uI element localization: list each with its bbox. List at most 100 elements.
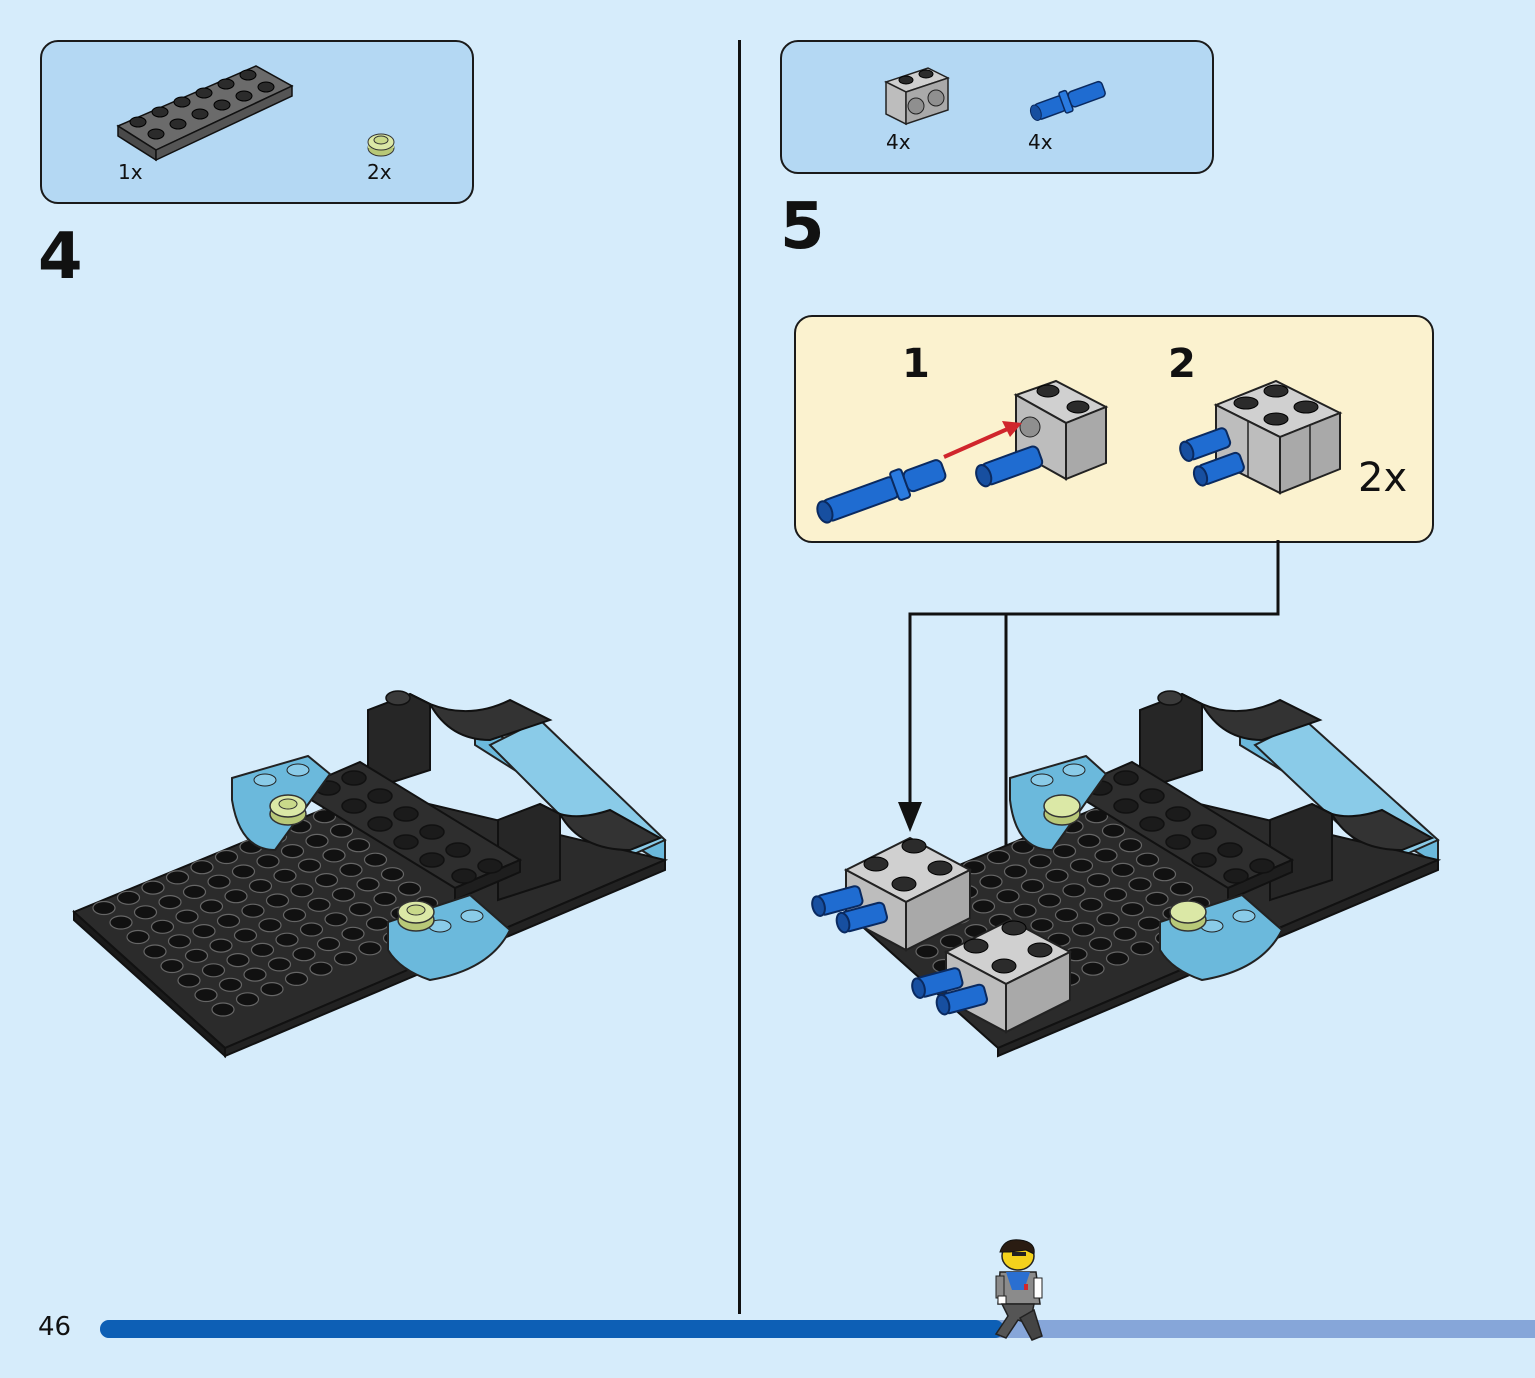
stud <box>190 860 214 875</box>
stud <box>1062 883 1086 898</box>
stud <box>226 953 250 968</box>
stud <box>1088 936 1113 952</box>
stud <box>341 926 365 941</box>
plate-2x6-icon <box>116 65 294 162</box>
stud <box>1079 897 1103 912</box>
subassembly-qty: 2x <box>1358 455 1408 501</box>
stud <box>331 887 356 902</box>
stud <box>1069 858 1094 873</box>
stud <box>182 884 207 899</box>
stud <box>1084 809 1109 824</box>
step4-parts-box: 1x 2x <box>40 40 474 204</box>
stud <box>235 992 260 1007</box>
stud <box>241 903 265 918</box>
stud <box>996 889 1020 904</box>
stud <box>290 883 314 898</box>
stud <box>297 858 322 873</box>
stud <box>267 957 292 972</box>
stud <box>309 961 333 976</box>
stud <box>1137 916 1162 931</box>
stud <box>1013 903 1037 918</box>
page-number: 46 <box>38 1312 72 1342</box>
stud <box>1103 887 1128 902</box>
stud <box>971 899 996 914</box>
stud <box>1086 873 1111 888</box>
round-plate-placed-icon <box>269 794 307 826</box>
stud <box>201 963 226 978</box>
stud <box>1052 844 1077 859</box>
step5-number: 5 <box>780 190 825 264</box>
stud <box>265 893 290 908</box>
stud <box>1169 881 1194 896</box>
stud <box>1028 854 1052 869</box>
stud <box>209 938 233 953</box>
stud <box>1113 926 1137 941</box>
technic-brick-qty: 4x <box>886 130 911 154</box>
stud <box>282 907 307 923</box>
stud <box>316 936 341 952</box>
stud <box>284 971 309 986</box>
stud <box>986 849 1011 865</box>
stud <box>322 848 346 863</box>
stud <box>1094 848 1118 863</box>
stud <box>275 932 299 947</box>
stud <box>175 909 199 924</box>
stud <box>199 899 224 914</box>
minifigure-icon <box>994 1239 1043 1341</box>
stud <box>1003 864 1028 879</box>
stud <box>160 958 184 974</box>
stud <box>273 868 297 883</box>
stud <box>333 951 358 966</box>
stud <box>231 864 256 879</box>
stud <box>214 849 239 865</box>
step4-number: 4 <box>38 220 83 294</box>
stud <box>292 947 316 962</box>
step4-model-illustration <box>72 690 669 1059</box>
stud <box>307 897 331 912</box>
stud <box>141 880 165 895</box>
stud <box>165 870 190 885</box>
stud <box>1130 941 1154 956</box>
technic-brick-icon <box>884 67 950 126</box>
stud <box>1152 867 1177 882</box>
stud <box>143 944 167 959</box>
stud <box>256 854 280 869</box>
stud <box>133 905 158 920</box>
stud <box>363 852 388 867</box>
progress-bar-fill <box>100 1320 1004 1338</box>
stud <box>356 877 380 892</box>
stud <box>177 973 201 988</box>
stud <box>1077 833 1101 848</box>
stud <box>218 977 243 992</box>
substep2-illustration <box>1179 379 1343 495</box>
stud <box>1071 922 1096 937</box>
substep1-illustration <box>816 379 1109 524</box>
stud <box>348 902 373 917</box>
stud <box>211 1002 235 1017</box>
stud <box>1037 893 1062 908</box>
substep2-number: 2 <box>1168 341 1196 387</box>
stud <box>258 918 282 933</box>
round-plate-icon <box>367 133 395 157</box>
stud <box>184 948 209 963</box>
stud <box>305 833 329 848</box>
stud <box>248 878 273 894</box>
stud <box>1030 918 1054 933</box>
stud <box>224 889 248 904</box>
stud <box>299 922 324 937</box>
stud <box>250 942 275 957</box>
stud <box>346 838 371 853</box>
stud <box>233 928 258 943</box>
subassembly-callout: 1 2 2x <box>794 315 1434 543</box>
stud <box>324 912 348 927</box>
stud <box>373 891 397 906</box>
brick-assembly-right <box>911 918 1073 1034</box>
stud <box>397 881 422 896</box>
brick-assembly-left <box>811 836 973 952</box>
stud <box>1020 878 1045 894</box>
stud <box>358 941 382 956</box>
stud <box>260 982 284 997</box>
stud <box>1111 862 1135 877</box>
stud <box>243 967 267 982</box>
stud <box>939 934 964 949</box>
